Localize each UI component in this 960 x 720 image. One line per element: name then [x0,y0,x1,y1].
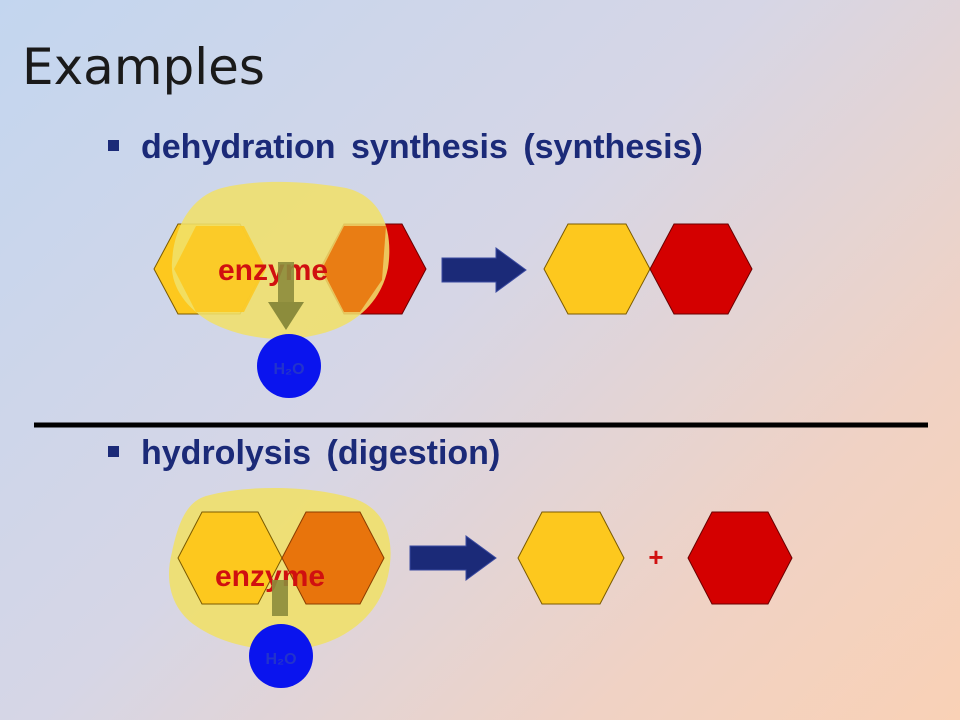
slide-title: Examples [22,38,265,96]
product-yellow-hexagon [517,511,625,605]
bound-yellow-hexagon [174,226,266,312]
product-red-hexagon [649,223,753,315]
enzyme-label: enzyme [218,254,328,287]
reactant-orange-hexagon [281,511,385,605]
product-yellow-hexagon [543,223,651,315]
bullet-text: hydrolysis (digestion) [141,434,501,472]
water-molecule [249,624,313,688]
bullet-text: dehydration synthesis (synthesis) [141,128,703,166]
reaction-arrow [409,535,497,581]
product-red-hexagon [687,511,793,605]
bullet-dehydration-synthesis: dehydration synthesis (synthesis) [108,128,703,167]
water-uptake-arrow [272,580,288,616]
water-molecule [257,334,321,398]
bullet-square-icon [108,445,119,457]
water-release-arrow [268,262,304,330]
plus-sign: + [648,542,663,572]
reaction-arrow [441,247,527,293]
water-label: H₂O [273,361,304,378]
bullet-hydrolysis: hydrolysis (digestion) [108,434,500,473]
water-label: H₂O [265,651,296,668]
bullet-square-icon [108,139,119,151]
enzyme-label: enzyme [215,560,325,593]
bound-orange-hexagon [322,226,386,312]
hydrolysis-reaction: enzyme H₂O + [169,487,793,688]
synthesis-reaction: enzyme H₂O [153,181,753,398]
